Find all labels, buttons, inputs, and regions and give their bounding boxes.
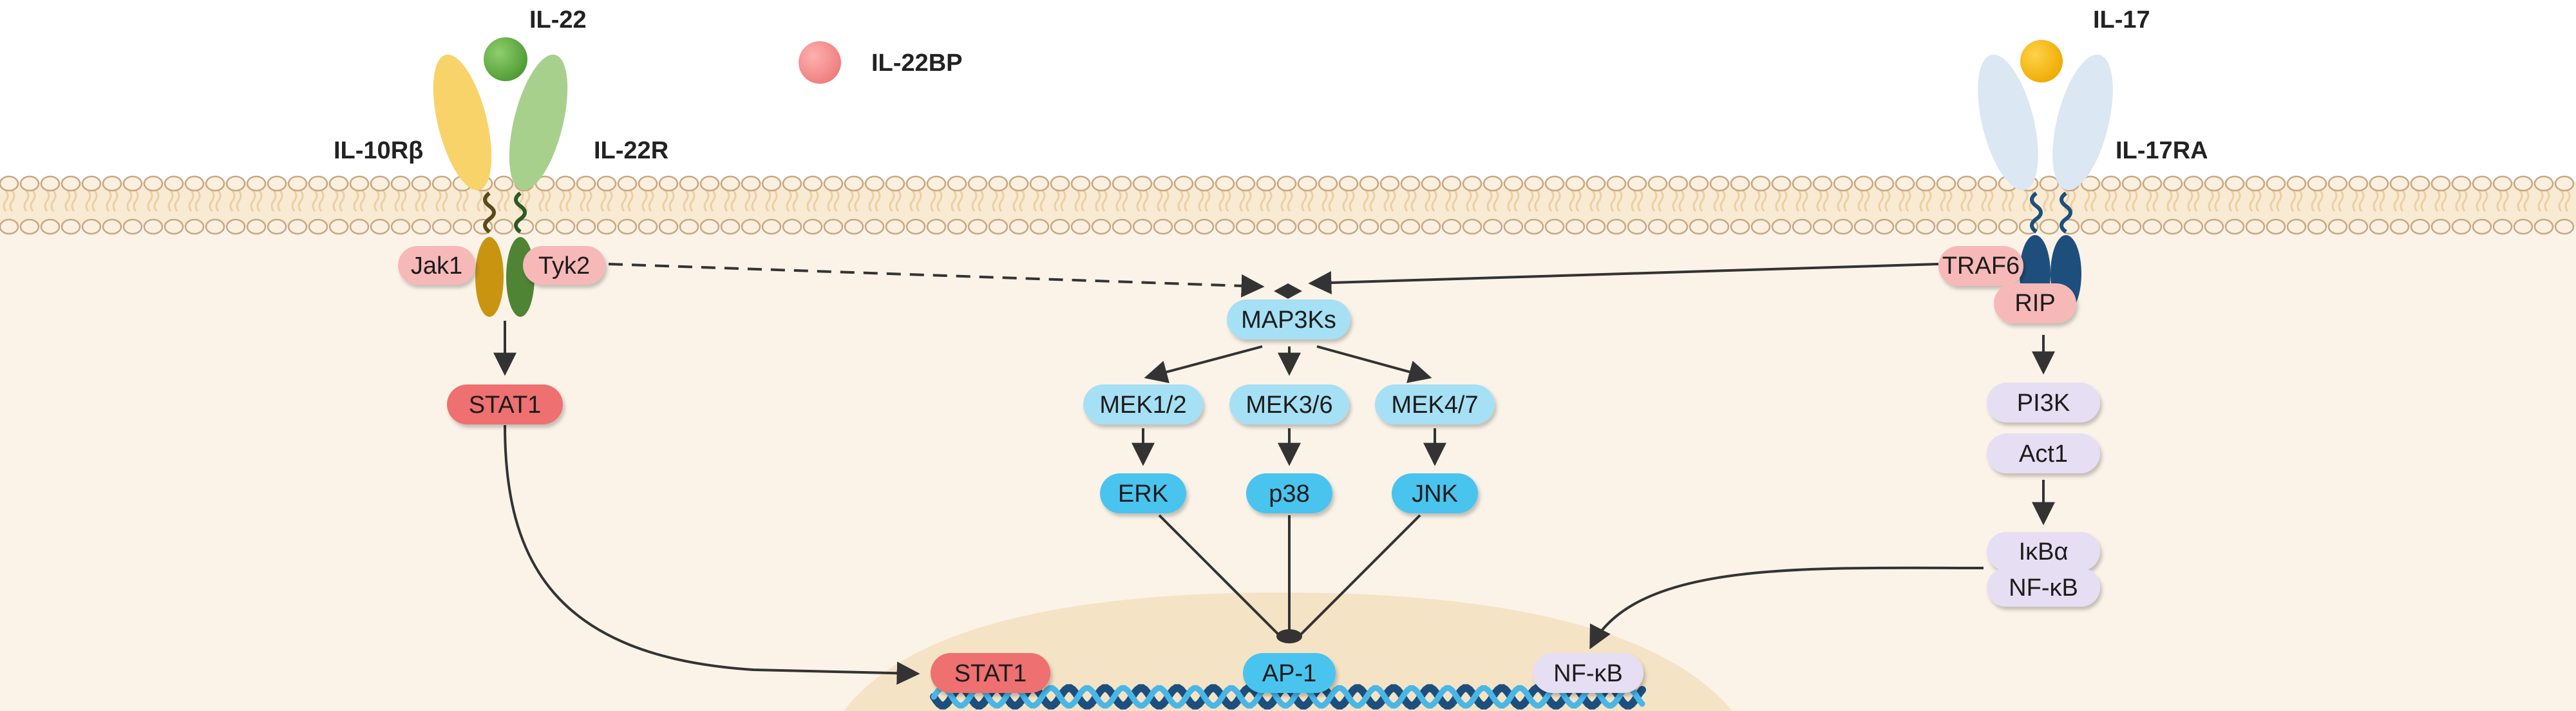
rip-label: RIP	[2014, 290, 2055, 317]
nucleus	[844, 592, 1732, 711]
mek12-node: MEK1/2	[1083, 384, 1203, 424]
stat1-nuclear-node: STAT1	[931, 653, 1050, 693]
mek47-label: MEK4/7	[1391, 392, 1478, 419]
erk-label: ERK	[1118, 480, 1168, 507]
tyk2-to-map3ks-edge	[608, 263, 1265, 298]
ap1-node: AP-1	[1243, 653, 1336, 693]
stat1-label: STAT1	[469, 392, 542, 419]
il22bp-icon	[799, 41, 841, 84]
map3ks-to-mek47-edge	[1316, 345, 1432, 383]
tyk2-node: Tyk2	[523, 246, 605, 285]
il22r-receptor-icon	[509, 54, 568, 191]
p38-node: p38	[1246, 473, 1332, 513]
il17ra-label: IL-17RA	[2116, 137, 2208, 164]
mek36-label: MEK3/6	[1245, 392, 1332, 419]
nfkb-cytoplasmic-label: NF-κB	[2009, 574, 2078, 602]
mek12-label: MEK1/2	[1099, 392, 1186, 419]
jnk-to-ap1-edge	[1300, 514, 1421, 636]
il17-ligand-icon	[2020, 40, 2063, 82]
mek36-node: MEK3/6	[1229, 384, 1349, 424]
ap1-label: AP-1	[1262, 660, 1316, 687]
il10rb-label: IL-10Rβ	[334, 137, 423, 164]
il22-ligand-icon	[484, 37, 527, 81]
p38-label: p38	[1269, 480, 1309, 507]
map3ks-label: MAP3Ks	[1241, 307, 1336, 334]
traf6-to-map3ks-edge	[1308, 263, 1939, 294]
mek47-node: MEK4/7	[1375, 384, 1495, 424]
ikba-to-nucleus-edge	[1589, 566, 1984, 650]
il17ra-receptor-icon	[1978, 54, 2038, 191]
nfkb-cytoplasmic-node: NF-κB	[1987, 568, 2100, 607]
tyk2-label: Tyk2	[538, 252, 590, 280]
il22-receptor-complex	[433, 37, 568, 317]
pi3k-label: PI3K	[2017, 390, 2070, 417]
pi3k-node: PI3K	[1987, 383, 2100, 422]
act1-label: Act1	[2019, 441, 2068, 468]
rip-node: RIP	[1994, 283, 2076, 323]
nfkb-nuclear-label: NF-κB	[1553, 660, 1623, 687]
jnk-label: JNK	[1412, 480, 1458, 507]
ikba-label: IκBα	[2019, 538, 2069, 565]
il17-label: IL-17	[2093, 6, 2150, 33]
ap1-convergence-point	[1276, 629, 1302, 643]
map3ks-to-mek12-edge	[1144, 345, 1263, 384]
stat1-nuclear-label: STAT1	[954, 660, 1027, 687]
stat1-to-nucleus-edge	[504, 424, 920, 685]
il22r-label: IL-22R	[594, 137, 668, 164]
ikba-node: IκBα	[1987, 532, 2100, 571]
jnk-node: JNK	[1392, 473, 1478, 513]
pathway-edges	[493, 263, 2055, 685]
il22-label: IL-22	[529, 6, 587, 33]
map3ks-node: MAP3Ks	[1227, 299, 1350, 339]
act1-node: Act1	[1987, 433, 2100, 473]
stat1-node: STAT1	[447, 384, 563, 424]
erk-to-ap1-edge	[1158, 514, 1280, 636]
il22bp-label: IL-22BP	[871, 50, 962, 77]
il17ra-receptor-icon-2	[2052, 54, 2113, 191]
map3ks-convergence-point	[1274, 283, 1302, 299]
il10rb-receptor-icon	[433, 54, 492, 191]
jak1-node: Jak1	[398, 246, 475, 285]
traf6-label: TRAF6	[1942, 252, 2020, 280]
cell-membrane	[0, 175, 2576, 235]
jak1-label: Jak1	[411, 252, 462, 280]
erk-node: ERK	[1100, 473, 1186, 513]
traf6-node: TRAF6	[1938, 246, 2023, 286]
nfkb-nuclear-node: NF-κB	[1533, 653, 1643, 693]
